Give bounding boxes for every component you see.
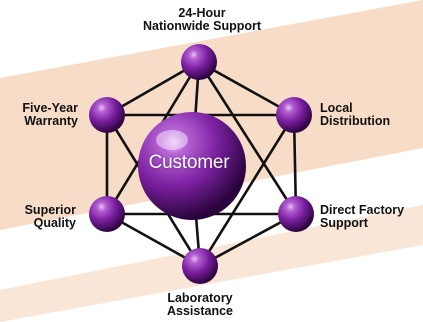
label-line: 24-Hour <box>178 6 226 20</box>
edge-lower-right-bottom <box>198 212 298 268</box>
label-five-year-warranty: Five-Year Warranty <box>4 102 78 128</box>
label-line: Assistance <box>166 304 233 318</box>
label-line: Quality <box>33 216 76 230</box>
label-nationwide-support: 24-Hour Nationwide Support <box>122 7 282 33</box>
center-sphere-highlight <box>156 130 188 150</box>
diag-upper-right-bottom <box>198 113 296 268</box>
center-label: Customer <box>148 152 230 173</box>
label-line: Support <box>320 216 368 230</box>
label-line: Nationwide Support <box>142 19 262 33</box>
label-line: Direct Factory <box>320 203 405 217</box>
node-sphere-top <box>181 44 217 80</box>
label-local-distribution: Local Distribution <box>320 102 390 128</box>
edge-top-upper-right <box>197 60 296 117</box>
node-sphere-bottom <box>182 248 218 284</box>
label-line: Superior <box>24 203 76 217</box>
label-laboratory-assistance: Laboratory Assistance <box>130 292 270 318</box>
diag-top-lower-right <box>197 60 298 216</box>
label-line: Warranty <box>24 114 78 128</box>
label-line: Distribution <box>320 114 391 128</box>
node-sphere-upper-left <box>89 97 125 133</box>
node-sphere-lower-right <box>278 196 314 232</box>
label-direct-factory-support: Direct Factory Support <box>320 204 404 230</box>
label-line: Local <box>320 101 353 115</box>
label-superior-quality: Superior Quality <box>12 204 76 230</box>
node-sphere-lower-left <box>89 196 125 232</box>
node-sphere-upper-right <box>276 97 312 133</box>
label-line: Laboratory <box>167 291 233 305</box>
label-line: Five-Year <box>22 101 78 115</box>
